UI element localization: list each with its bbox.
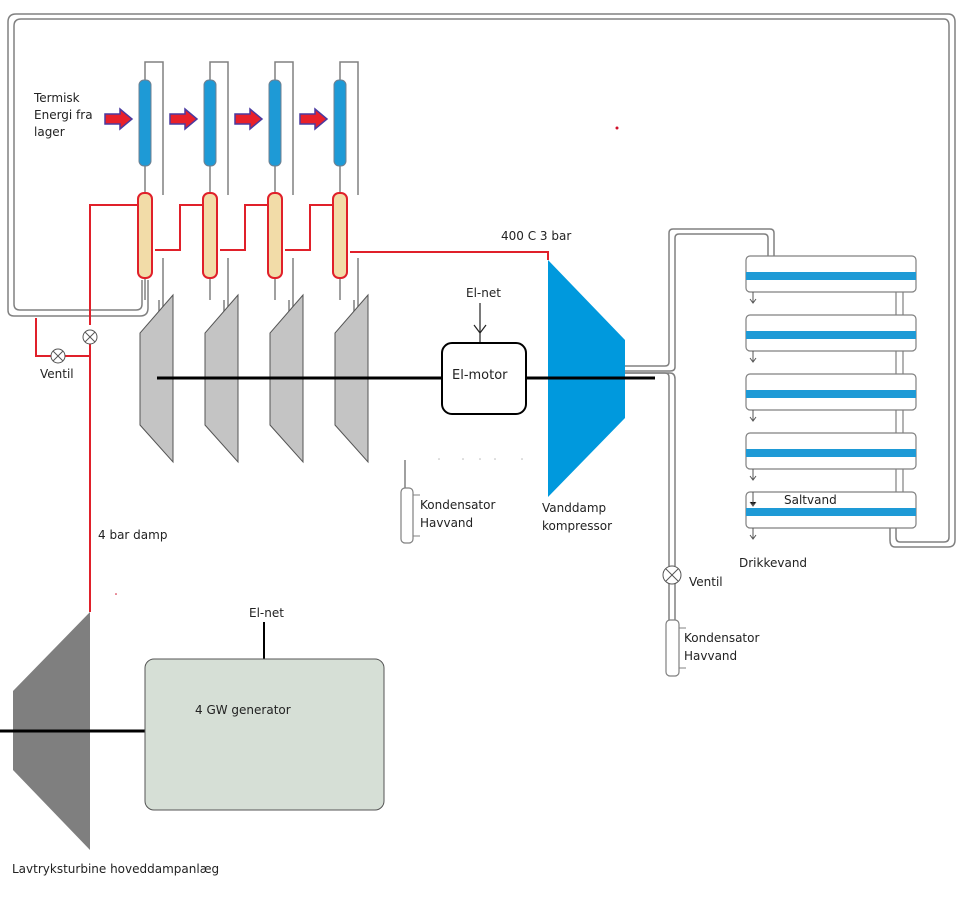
generator-box[interactable]: [144, 658, 385, 811]
tray-connector-pipe: [895, 351, 904, 374]
valve-left-label: Ventil: [40, 367, 74, 381]
stage-pipe-loop: [144, 61, 164, 195]
heat-exchanger: [332, 192, 348, 279]
heat-arrow-icon: [104, 107, 134, 131]
tray-connector-pipe: [895, 469, 904, 492]
drinking-water-label: Drikkevand: [739, 556, 807, 570]
dotted-marks: [438, 458, 523, 460]
steam-lines: [35, 204, 549, 612]
drip-arrow-icon: [749, 469, 757, 481]
heater-element: [203, 79, 217, 167]
condenser-mid: [400, 487, 420, 544]
heater-element: [268, 79, 282, 167]
tray-connector-pipe: [895, 410, 904, 433]
drinking-water-arrow-icon: [749, 492, 757, 507]
outer-return-pipe: [7, 13, 956, 548]
drip-arrow-icon: [749, 410, 757, 422]
stages: [104, 79, 369, 464]
compressor-outlet-pipes: [625, 228, 775, 622]
heat-exchanger: [267, 192, 283, 279]
heat-arrow-icon: [234, 107, 264, 131]
el-net-generator-label: El-net: [249, 606, 284, 620]
drip-arrow-icon: [749, 351, 757, 363]
tray-brine-layer: [746, 331, 916, 339]
steam-condition-label: 400 C 3 bar: [501, 229, 571, 243]
tray-brine-layer: [746, 272, 916, 280]
condenser-right: [665, 619, 686, 677]
compressor-label-2: kompressor: [542, 519, 612, 533]
heater-element: [333, 79, 347, 167]
condenser-right-label-2: Havvand: [684, 649, 737, 663]
saltwater-label: Saltvand: [784, 493, 837, 507]
tray-connector-pipe: [895, 292, 904, 315]
stage-pipe-loop: [209, 61, 229, 195]
heat-arrow-icon: [169, 107, 199, 131]
tray-brine-layer: [746, 449, 916, 457]
compressor-label-1: Vanddamp: [542, 501, 606, 515]
el-net-motor-arrow: [473, 303, 487, 343]
condenser-mid-label-2: Havvand: [420, 516, 473, 530]
evaporator-trays: [745, 255, 917, 540]
heat-exchanger: [137, 192, 153, 279]
el-motor-label: El-motor: [452, 368, 508, 383]
heat-exchanger: [202, 192, 218, 279]
tray-brine-layer: [746, 390, 916, 398]
drip-arrow-icon: [749, 292, 757, 304]
condenser-mid-label-1: Kondensator: [420, 498, 495, 512]
stray-dot: [615, 126, 619, 130]
valve-left-lower[interactable]: [50, 348, 66, 364]
thermal-energy-label-3: lager: [34, 125, 65, 139]
thermal-energy-label-2: Energi fra: [34, 108, 93, 122]
generator-label: 4 GW generator: [195, 703, 291, 717]
el-net-motor-label: El-net: [466, 286, 501, 300]
el-motor-box[interactable]: [441, 342, 527, 415]
valve-left-upper[interactable]: [82, 329, 98, 345]
stage-turbine[interactable]: [139, 293, 174, 464]
steam-4bar-label: 4 bar damp: [98, 528, 167, 542]
low-pressure-turbine-label: Lavtryksturbine hoveddampanlæg: [12, 862, 219, 876]
valve-right[interactable]: [662, 565, 682, 585]
condenser-right-label-1: Kondensator: [684, 631, 759, 645]
stage-pipe-loop: [339, 61, 359, 195]
drip-arrow-icon: [749, 528, 757, 540]
stage-pipe-loop: [274, 61, 294, 195]
thermal-energy-label-1: Termisk: [33, 91, 80, 105]
heat-arrow-icon: [299, 107, 329, 131]
valve-right-label: Ventil: [689, 575, 723, 589]
stray-dot-2: [115, 593, 117, 595]
tray-brine-layer: [746, 508, 916, 516]
heater-element: [138, 79, 152, 167]
